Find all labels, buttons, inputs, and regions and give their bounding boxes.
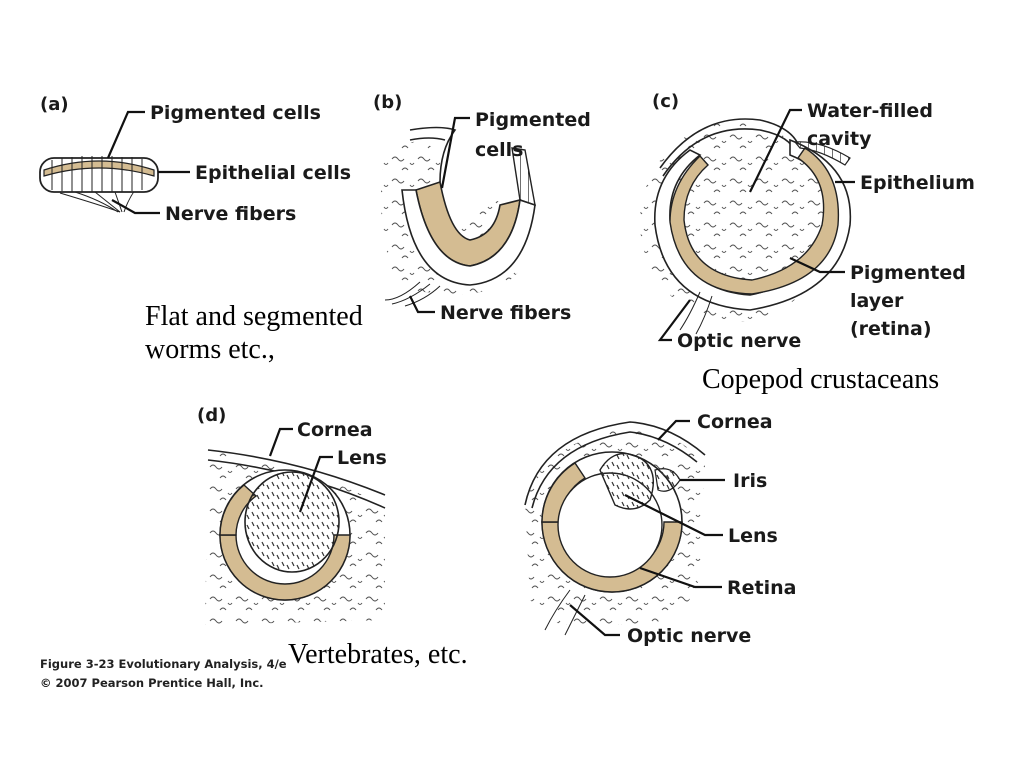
caption-copepod: Copepod crustaceans bbox=[702, 364, 939, 395]
label-pigmented-cells: Pigmented cells bbox=[150, 102, 321, 124]
panel-b-tag: (b) bbox=[373, 92, 402, 113]
label-cavity: cavity bbox=[807, 128, 872, 150]
panel-a-drawing bbox=[39, 156, 159, 213]
panel-e: Cornea Iris Lens Retina Optic nerve bbox=[524, 411, 796, 647]
label-cells-b: cells bbox=[475, 139, 523, 161]
panel-a-tag: (a) bbox=[40, 94, 69, 115]
label-lens-d: Lens bbox=[337, 447, 387, 469]
label-water-filled: Water-filled bbox=[807, 100, 933, 122]
panel-b: (b) Pigmented cells Nerve fibers bbox=[373, 92, 591, 324]
caption-flat-worms-line2: worms etc., bbox=[145, 334, 275, 365]
panel-b-drawing bbox=[380, 126, 536, 307]
label-nerve-fibers-b: Nerve fibers bbox=[440, 302, 571, 324]
label-cornea-e: Cornea bbox=[697, 411, 773, 433]
panel-c: (c) Water-filled cavity Epithelium Pigme… bbox=[640, 91, 975, 352]
label-layer: layer bbox=[850, 290, 904, 312]
label-retina-c: (retina) bbox=[850, 318, 932, 340]
panel-c-tag: (c) bbox=[652, 91, 679, 112]
panel-d-drawing bbox=[205, 449, 386, 625]
figure-credit-line1: Figure 3-23 Evolutionary Analysis, 4/e bbox=[40, 657, 287, 671]
caption-flat-worms-line1: Flat and segmented bbox=[145, 301, 363, 332]
label-epithelium: Epithelium bbox=[860, 172, 975, 194]
label-optic-nerve-c: Optic nerve bbox=[677, 330, 801, 352]
caption-vertebrates: Vertebrates, etc. bbox=[288, 639, 468, 670]
label-iris: Iris bbox=[733, 470, 767, 492]
label-retina-e: Retina bbox=[727, 577, 796, 599]
label-cornea-d: Cornea bbox=[297, 419, 373, 441]
panel-a: (a) Pigmented cells Epithelial cells Ner… bbox=[39, 94, 351, 225]
panel-e-drawing bbox=[524, 421, 706, 636]
label-nerve-fibers-a: Nerve fibers bbox=[165, 203, 296, 225]
figure-credit-line2: © 2007 Pearson Prentice Hall, Inc. bbox=[40, 676, 264, 690]
label-optic-nerve-e: Optic nerve bbox=[627, 625, 751, 647]
panel-d-tag: (d) bbox=[197, 405, 226, 426]
panel-c-drawing bbox=[640, 118, 852, 335]
label-epithelial-cells: Epithelial cells bbox=[195, 162, 351, 184]
label-pigmented-c: Pigmented bbox=[850, 262, 966, 284]
label-pigmented-b: Pigmented bbox=[475, 109, 591, 131]
label-lens-e: Lens bbox=[728, 525, 778, 547]
panel-d: (d) Cornea Lens bbox=[197, 405, 387, 625]
